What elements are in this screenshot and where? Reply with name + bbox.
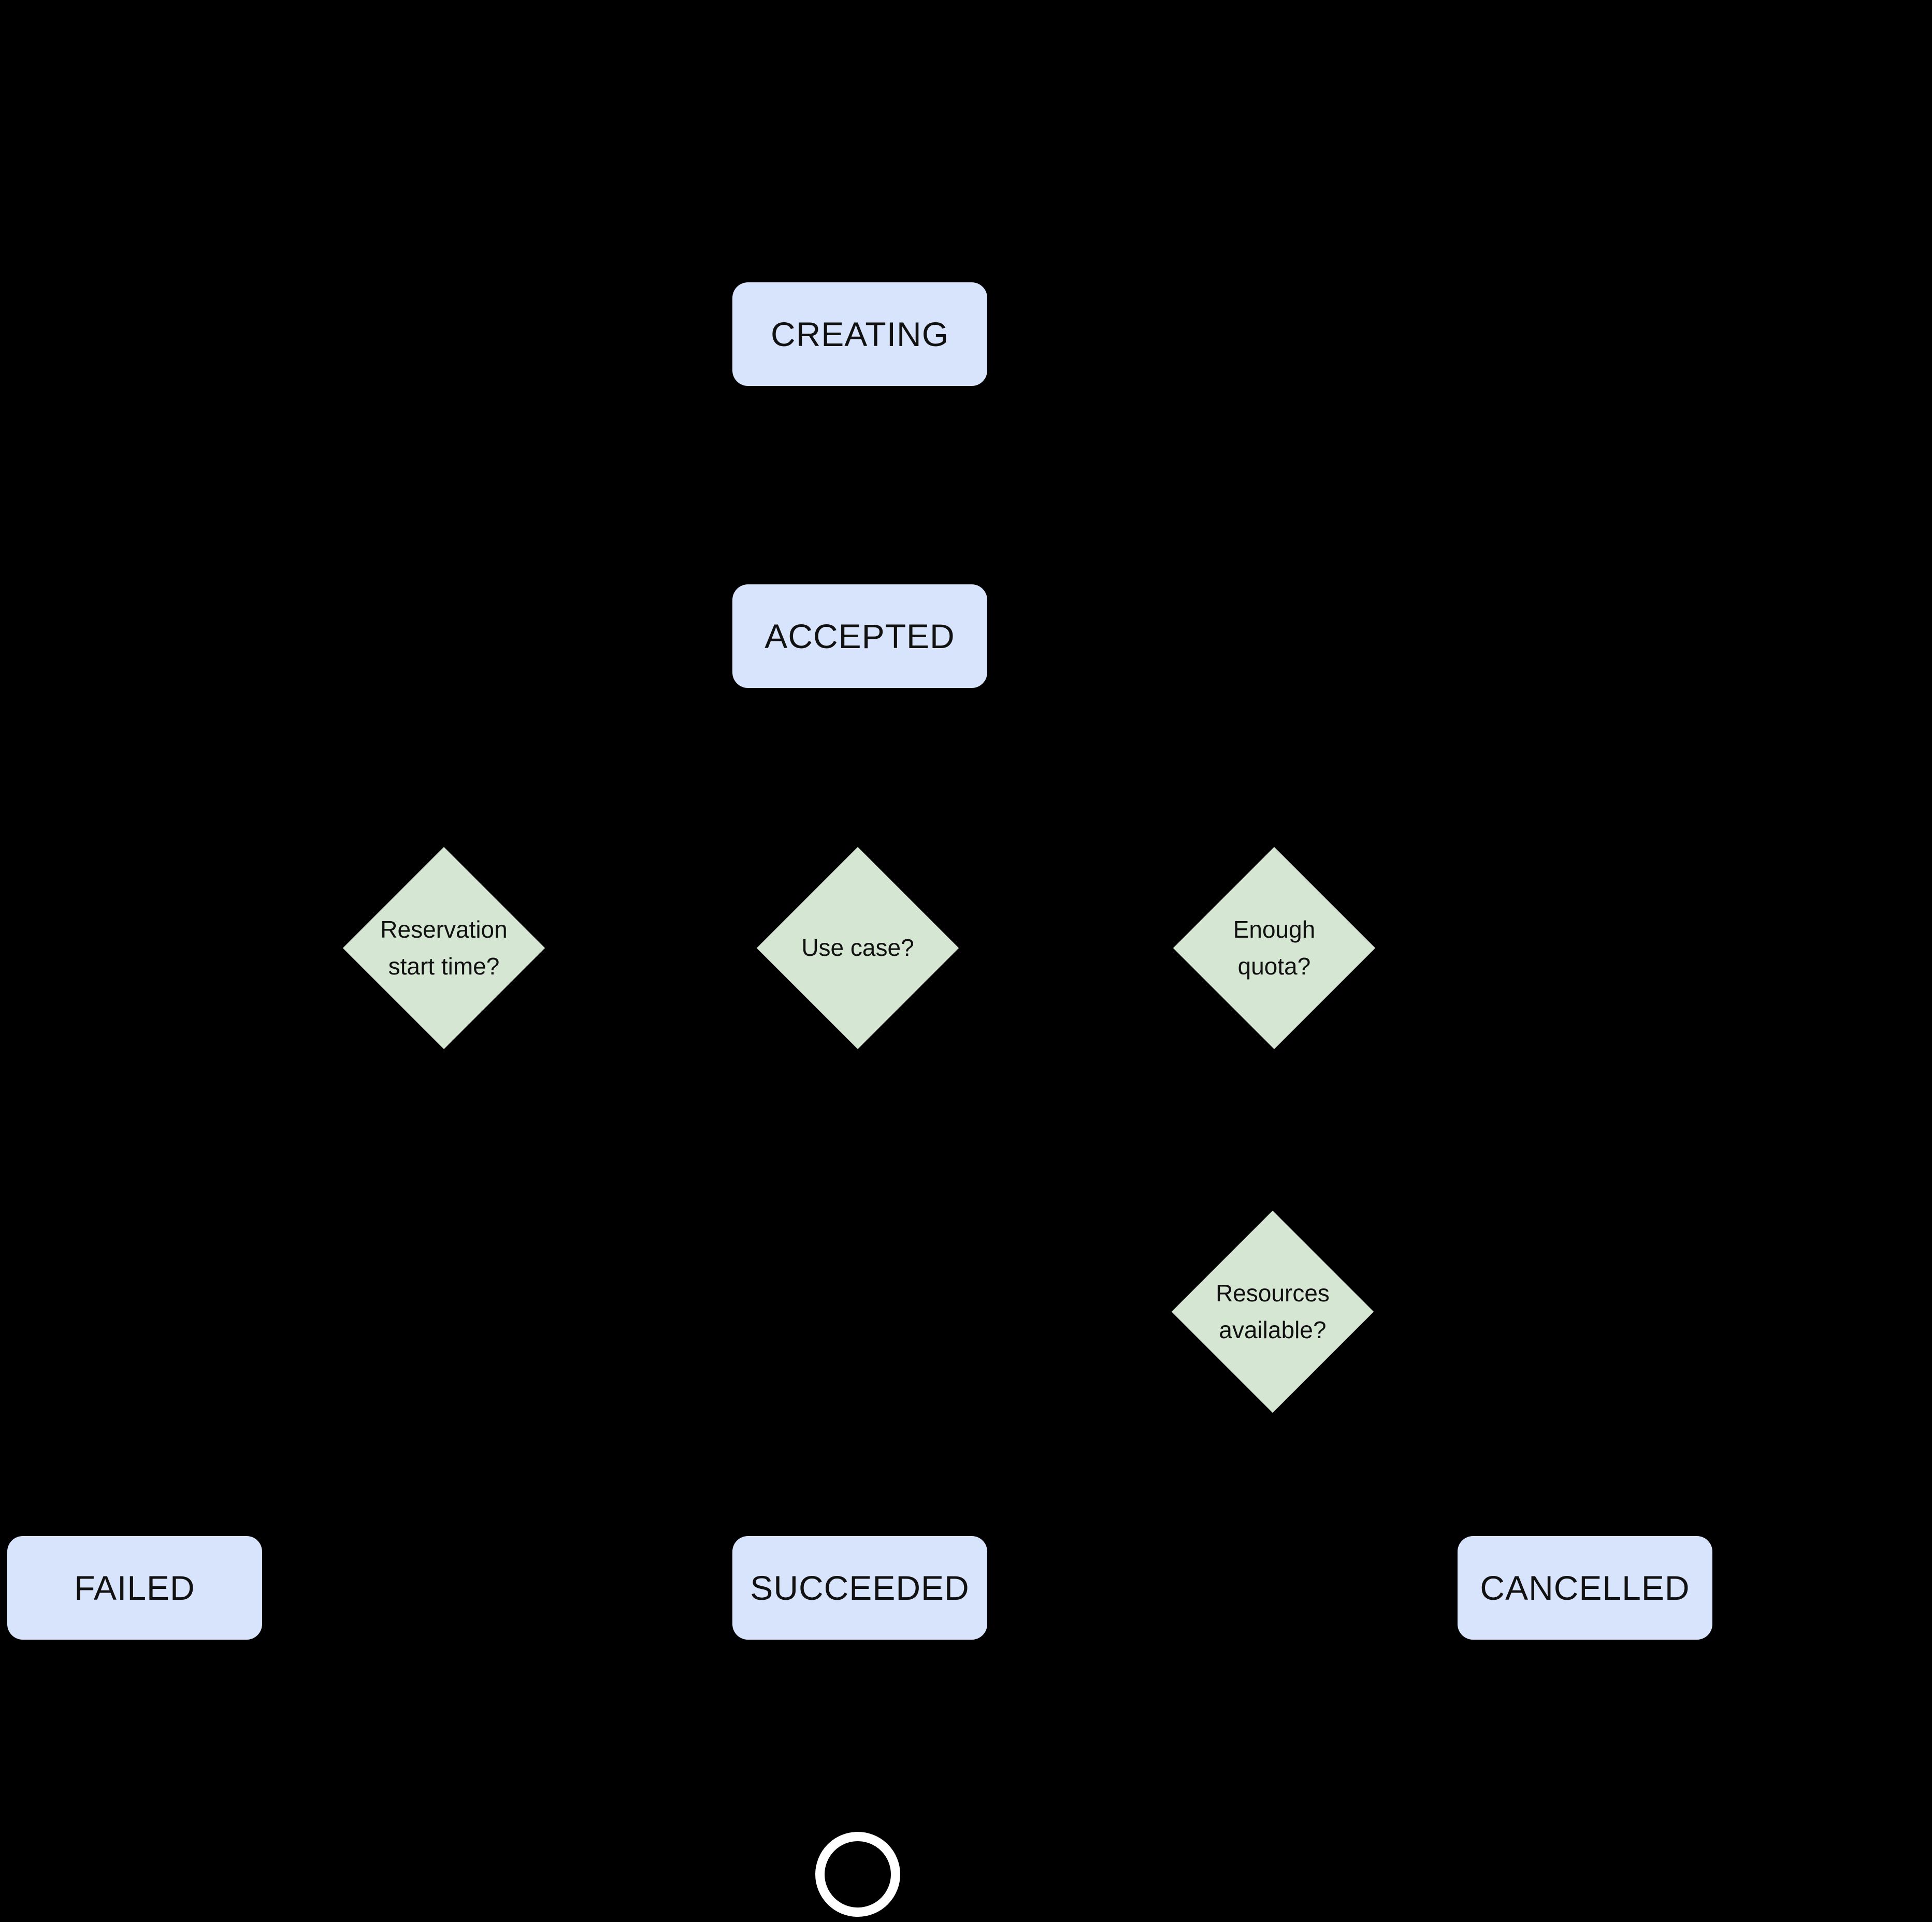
decision-line: available?	[1219, 1316, 1327, 1343]
decision-line: Enough	[1233, 915, 1316, 943]
decision-line: start time?	[388, 953, 500, 980]
state-box-creating: CREATING	[732, 282, 987, 386]
decision-label-enough-quota: Enough quota?	[1173, 847, 1375, 1049]
state-box-accepted: ACCEPTED	[732, 584, 987, 688]
state-label-accepted: ACCEPTED	[765, 617, 955, 655]
decision-label-use-case: Use case?	[757, 847, 959, 1049]
decision-enough-quota: Enough quota?	[1173, 847, 1376, 1050]
decision-line: Reservation	[380, 915, 508, 943]
decision-reservation-start-time: Reservation start time?	[342, 847, 545, 1050]
state-label-cancelled: CANCELLED	[1480, 1569, 1690, 1607]
decision-use-case: Use case?	[756, 847, 959, 1050]
decision-label-resources-available: Resources available?	[1172, 1211, 1374, 1413]
decision-resources-available: Resources available?	[1171, 1210, 1374, 1413]
decision-label-reservation-start-time: Reservation start time?	[343, 847, 545, 1049]
state-label-failed: FAILED	[74, 1569, 195, 1607]
state-box-succeeded: SUCCEEDED	[732, 1536, 987, 1640]
state-box-failed: FAILED	[7, 1536, 262, 1640]
state-box-cancelled: CANCELLED	[1458, 1536, 1712, 1640]
decision-line: Use case?	[801, 934, 914, 962]
end-state-circle-icon	[815, 1832, 900, 1917]
decision-line: Resources	[1216, 1279, 1330, 1307]
state-label-succeeded: SUCCEEDED	[750, 1569, 970, 1607]
state-label-creating: CREATING	[770, 315, 949, 353]
decision-line: quota?	[1237, 953, 1311, 980]
